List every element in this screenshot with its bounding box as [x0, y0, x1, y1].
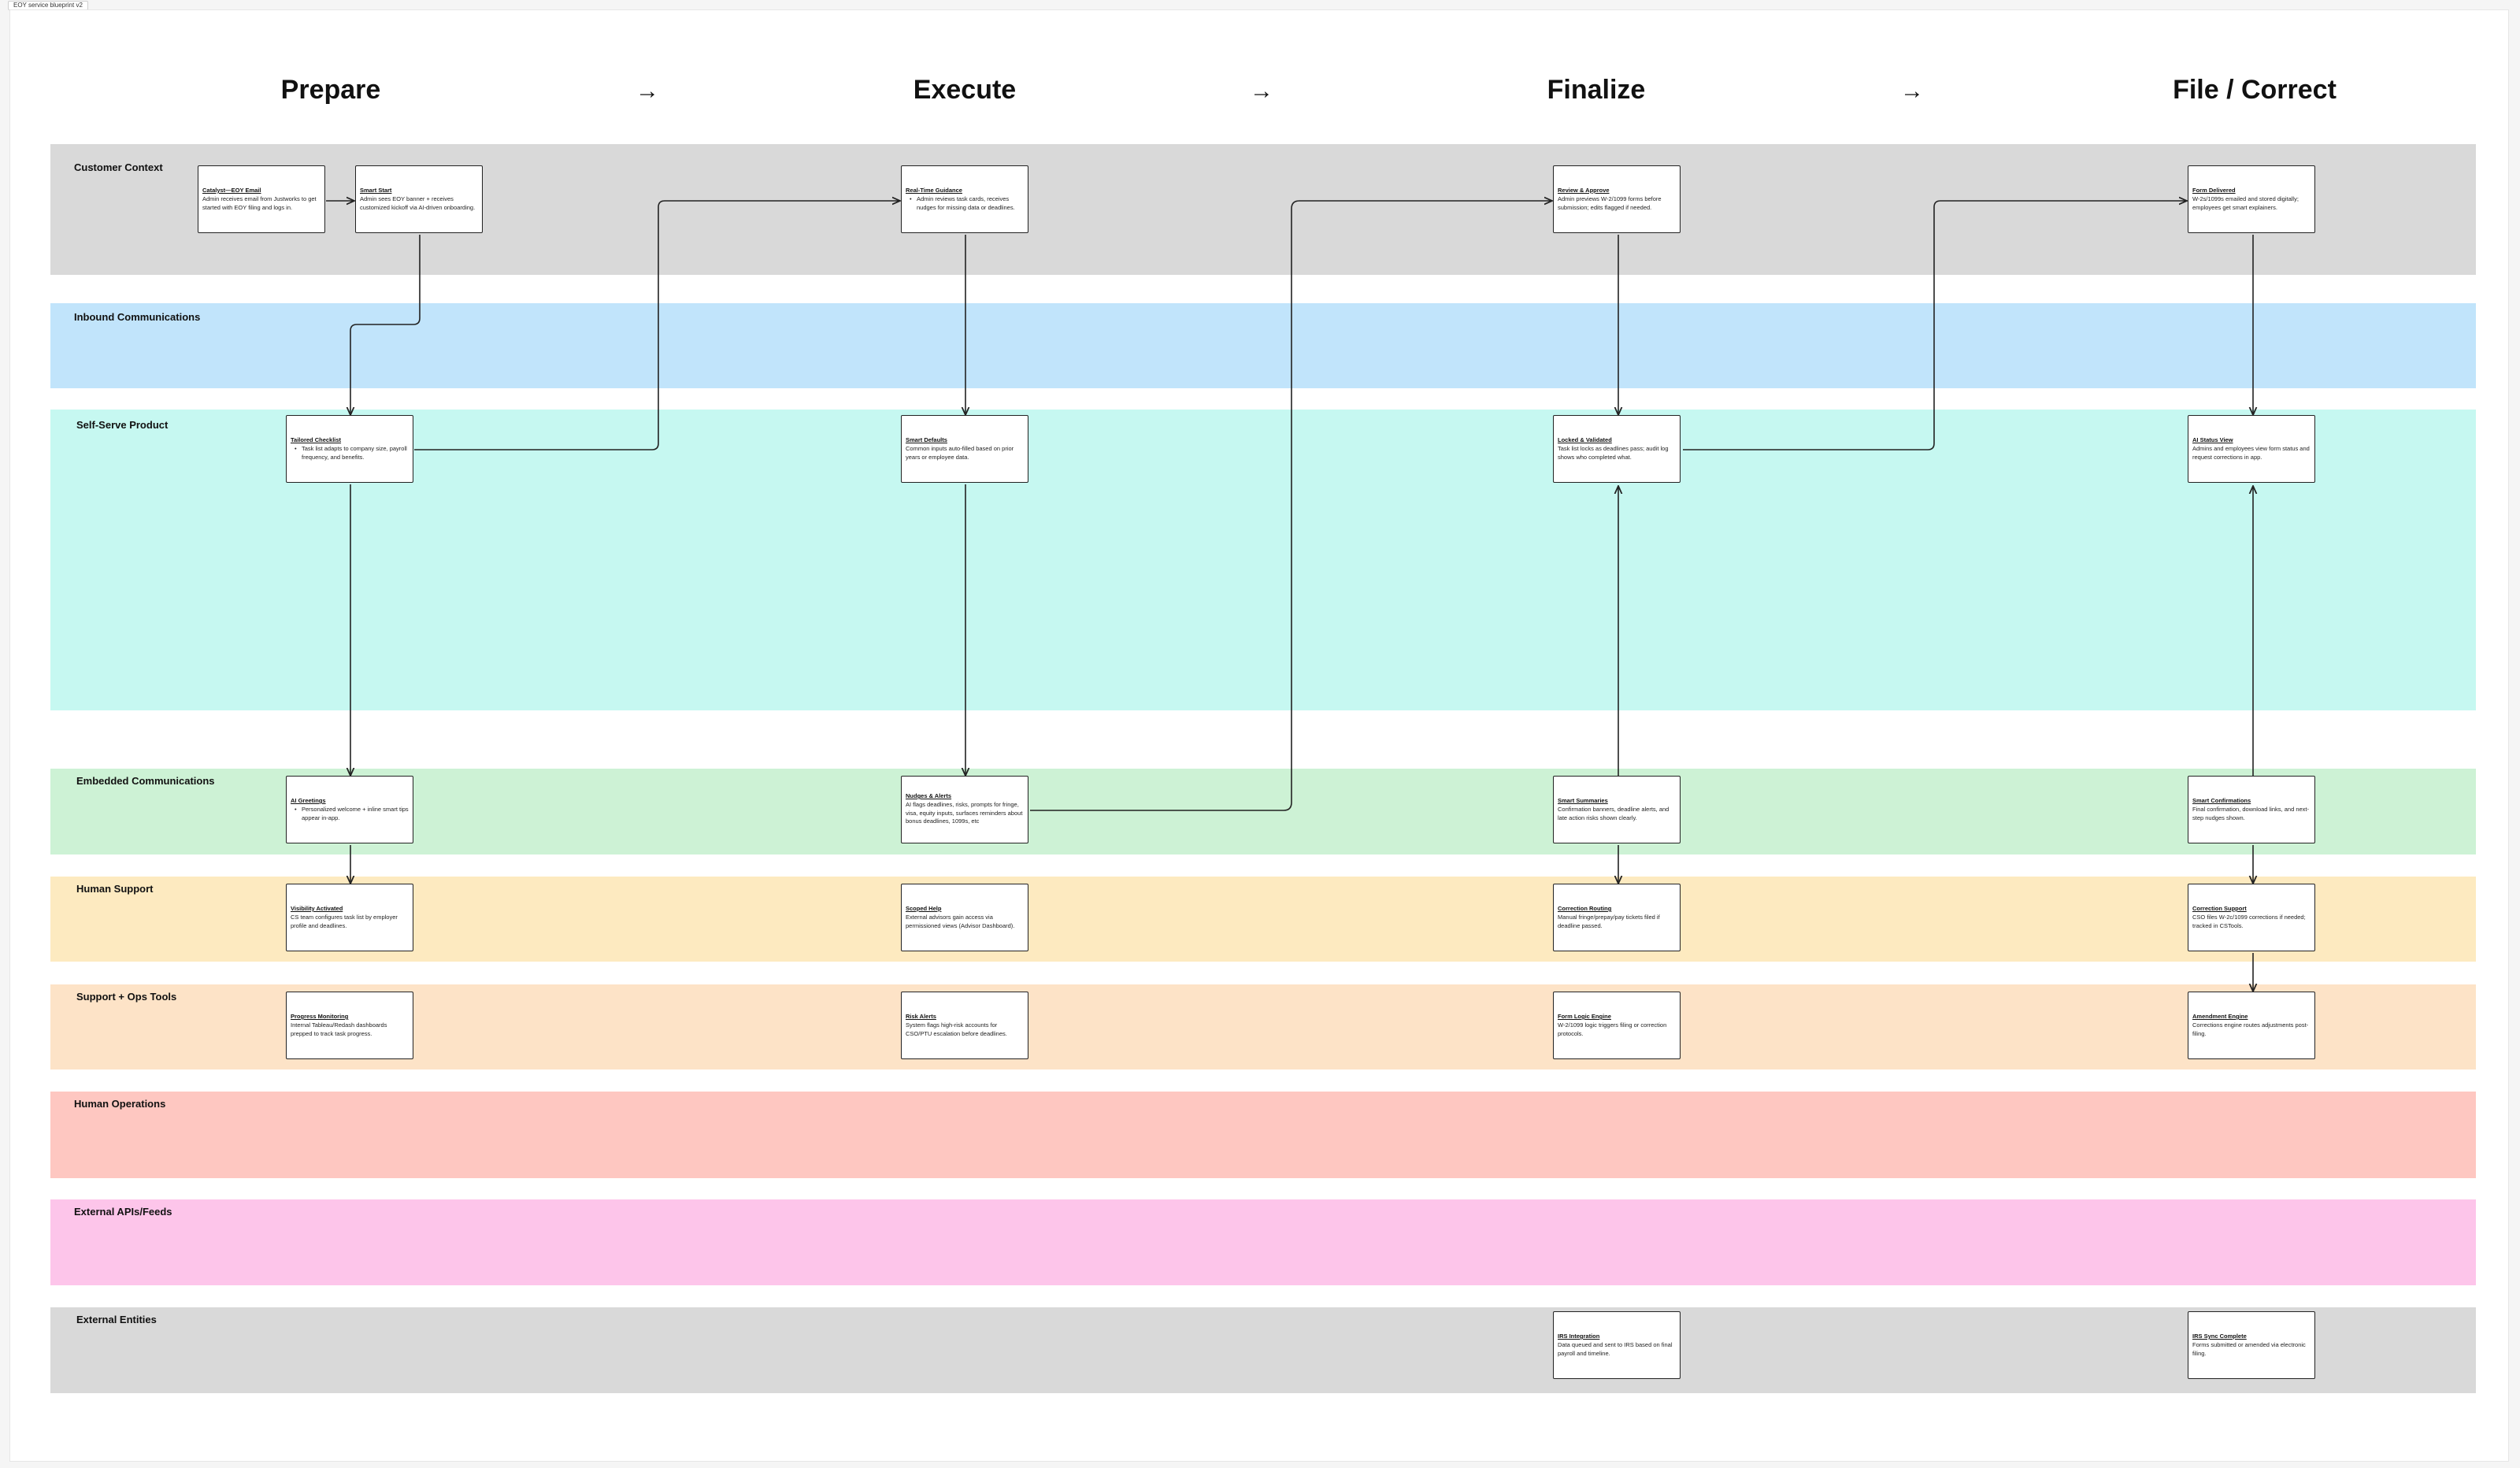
card-desc: Internal Tableau/Redash dashboards prepp…: [291, 1021, 387, 1037]
lane-external-entities: External Entities: [50, 1307, 2476, 1393]
card-title: Visibility Activated: [291, 905, 343, 912]
card-desc: Confirmation banners, deadline alerts, a…: [1558, 806, 1670, 821]
card-desc: Admin sees EOY banner + receives customi…: [360, 195, 476, 211]
card-desc: Forms submitted or amended via electroni…: [2192, 1341, 2306, 1357]
card-desc: Admin previews W-2/1099 forms before sub…: [1558, 195, 1662, 211]
card-title: Correction Routing: [1558, 905, 1612, 912]
lane-external-apis-feeds: External APIs/Feeds: [50, 1199, 2476, 1285]
phase-prepare: Prepare: [280, 75, 381, 105]
card-desc: Data queued and sent to IRS based on fin…: [1558, 1341, 1673, 1357]
lane-title: Embedded Communications: [76, 775, 215, 787]
card-title: Smart Start: [360, 187, 392, 194]
card-title: Real-Time Guidance: [906, 187, 962, 194]
card-title: Correction Support: [2192, 905, 2247, 912]
card-catalyst-eoy-email[interactable]: Catalyst—EOY Email Admin receives email …: [198, 165, 325, 233]
card-title: IRS Sync Complete: [2192, 1333, 2247, 1340]
card-amendment-engine[interactable]: Amendment Engine Corrections engine rout…: [2188, 992, 2315, 1059]
card-real-time-guidance[interactable]: Real-Time Guidance Admin reviews task ca…: [901, 165, 1028, 233]
lane-title: Support + Ops Tools: [76, 991, 177, 1003]
card-correction-support[interactable]: Correction Support CSO files W-2c/1099 c…: [2188, 884, 2315, 951]
card-title: Form Delivered: [2192, 187, 2236, 194]
lane-title: External Entities: [76, 1314, 157, 1325]
card-title: Smart Confirmations: [2192, 797, 2251, 804]
card-desc: System flags high-risk accounts for CSO/…: [906, 1021, 1007, 1037]
card-title: Tailored Checklist: [291, 436, 342, 443]
lane-title: External APIs/Feeds: [74, 1206, 172, 1218]
card-title: Nudges & Alerts: [906, 792, 952, 799]
phase-file-correct: File / Correct: [2173, 75, 2337, 105]
card-title: Risk Alerts: [906, 1013, 936, 1020]
card-smart-summaries[interactable]: Smart Summaries Confirmation banners, de…: [1553, 776, 1681, 843]
card-desc: Corrections engine routes adjustments po…: [2192, 1021, 2309, 1037]
card-desc: Admins and employees view form status an…: [2192, 445, 2310, 461]
card-ai-greetings[interactable]: AI Greetings Personalized welcome + inli…: [286, 776, 413, 843]
phase-arrow-icon: →: [1900, 78, 1924, 104]
card-title: Form Logic Engine: [1558, 1013, 1611, 1020]
card-correction-routing[interactable]: Correction Routing Manual fringe/prepay/…: [1553, 884, 1681, 951]
lane-title: Human Operations: [74, 1098, 166, 1110]
lane-human-support: Human Support: [50, 877, 2476, 962]
card-desc: W-2s/1099s emailed and stored digitally;…: [2192, 195, 2299, 211]
card-title: Scoped Help: [906, 905, 942, 912]
phase-finalize: Finalize: [1547, 75, 1646, 105]
lane-self-serve-product: Self-Serve Product: [50, 410, 2476, 710]
card-title: AI Greetings: [291, 797, 326, 804]
lane-title: Customer Context: [74, 161, 163, 173]
card-smart-defaults[interactable]: Smart Defaults Common inputs auto-filled…: [901, 415, 1028, 483]
card-desc: Final confirmation, download links, and …: [2192, 806, 2309, 821]
lane-title: Inbound Communications: [74, 311, 201, 323]
card-scoped-help[interactable]: Scoped Help External advisors gain acces…: [901, 884, 1028, 951]
card-irs-integration[interactable]: IRS Integration Data queued and sent to …: [1553, 1311, 1681, 1379]
card-title: Amendment Engine: [2192, 1013, 2248, 1020]
card-desc: Task list locks as deadlines pass; audit…: [1558, 445, 1669, 461]
lane-title: Self-Serve Product: [76, 419, 169, 431]
card-title: Catalyst—EOY Email: [202, 187, 261, 194]
card-title: IRS Integration: [1558, 1333, 1600, 1340]
card-smart-start[interactable]: Smart Start Admin sees EOY banner + rece…: [355, 165, 483, 233]
card-form-logic-engine[interactable]: Form Logic Engine W-2/1099 logic trigger…: [1553, 992, 1681, 1059]
card-title: Review & Approve: [1558, 187, 1610, 194]
card-desc: Admin receives email from Justworks to g…: [202, 195, 317, 211]
card-desc: Personalized welcome + inline smart tips…: [291, 806, 409, 822]
card-form-delivered[interactable]: Form Delivered W-2s/1099s emailed and st…: [2188, 165, 2315, 233]
lane-support-ops-tools: Support + Ops Tools: [50, 984, 2476, 1069]
phase-arrow-icon: →: [636, 78, 659, 104]
lane-embedded-communications: Embedded Communications: [50, 769, 2476, 854]
card-smart-confirmations[interactable]: Smart Confirmations Final confirmation, …: [2188, 776, 2315, 843]
card-desc: Admin reviews task cards, receives nudge…: [906, 195, 1024, 212]
card-tailored-checklist[interactable]: Tailored Checklist Task list adapts to c…: [286, 415, 413, 483]
phase-arrow-icon: →: [1250, 78, 1273, 104]
card-irs-sync-complete[interactable]: IRS Sync Complete Forms submitted or ame…: [2188, 1311, 2315, 1379]
lane-inbound-communications: Inbound Communications: [50, 303, 2476, 388]
card-desc: Common inputs auto-filled based on prior…: [906, 445, 1014, 461]
card-desc: AI flags deadlines, risks, prompts for f…: [906, 801, 1023, 825]
card-visibility-activated[interactable]: Visibility Activated CS team configures …: [286, 884, 413, 951]
card-desc: External advisors gain access via permis…: [906, 914, 1015, 929]
card-risk-alerts[interactable]: Risk Alerts System flags high-risk accou…: [901, 992, 1028, 1059]
card-locked-validated[interactable]: Locked & Validated Task list locks as de…: [1553, 415, 1681, 483]
card-progress-monitoring[interactable]: Progress Monitoring Internal Tableau/Red…: [286, 992, 413, 1059]
card-ai-status-view[interactable]: AI Status View Admins and employees view…: [2188, 415, 2315, 483]
phase-execute: Execute: [913, 75, 1017, 105]
card-title: Smart Defaults: [906, 436, 947, 443]
lane-title: Human Support: [76, 883, 154, 895]
lane-human-operations: Human Operations: [50, 1092, 2476, 1178]
card-title: AI Status View: [2192, 436, 2233, 443]
card-desc: CSO files W-2c/1099 corrections if neede…: [2192, 914, 2306, 929]
card-title: Smart Summaries: [1558, 797, 1608, 804]
card-desc: W-2/1099 logic triggers filing or correc…: [1558, 1021, 1667, 1037]
card-title: Progress Monitoring: [291, 1013, 349, 1020]
card-desc: Task list adapts to company size, payrol…: [291, 445, 409, 462]
card-review-approve[interactable]: Review & Approve Admin previews W-2/1099…: [1553, 165, 1681, 233]
card-desc: CS team configures task list by employer…: [291, 914, 398, 929]
card-desc: Manual fringe/prepay/pay tickets filed i…: [1558, 914, 1660, 929]
card-title: Locked & Validated: [1558, 436, 1612, 443]
card-nudges-alerts[interactable]: Nudges & Alerts AI flags deadlines, risk…: [901, 776, 1028, 843]
